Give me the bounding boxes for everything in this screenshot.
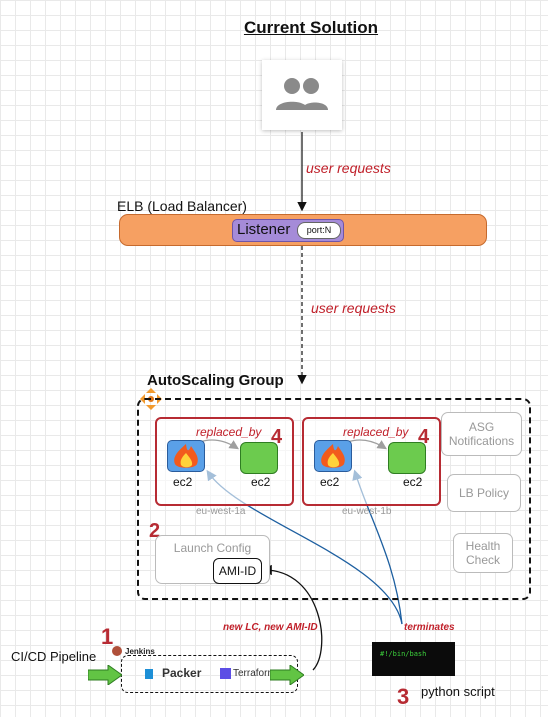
packer-icon (145, 669, 153, 679)
ami-id-box: AMI-ID (213, 558, 262, 584)
pipeline-ami-arrow (261, 564, 323, 671)
terminates-label: terminates (404, 622, 455, 633)
new-lc-label: new LC, new AMI-ID (223, 622, 318, 633)
terraform-label: Terraform (233, 668, 276, 679)
asg-notifications-box: ASG Notifications (441, 412, 522, 456)
python-script-label: python script (421, 684, 495, 699)
replaced-by-label-1a: replaced_by (196, 425, 262, 439)
ec2-new-label-1a: ec2 (251, 475, 271, 489)
user-requests-label-top: user requests (306, 160, 391, 176)
step-1-badge: 1 (101, 624, 114, 649)
jenkins-icon (112, 646, 122, 656)
ec2-old-label-1a: ec2 (173, 475, 193, 489)
port-badge: port:N (297, 222, 341, 239)
zone-name-1a: eu-west-1a (196, 506, 246, 517)
launch-config-label: Launch Config (173, 541, 252, 555)
fire-icon (321, 444, 345, 468)
page-title: Current Solution (243, 18, 379, 37)
terminal-icon: #!/bin/bash (372, 642, 455, 676)
user-requests-label-mid: user requests (311, 300, 396, 316)
listener-label: Listener (237, 221, 291, 238)
ec2-old-1b (314, 440, 352, 472)
terminal-text: #!/bin/bash (380, 650, 427, 658)
zone-name-1b: eu-west-1b (342, 506, 392, 517)
step-4-badge-1a: 4 (271, 426, 283, 448)
users-icon (276, 78, 328, 110)
users-card (262, 60, 342, 130)
jenkins-label: Jenkins (125, 647, 155, 656)
fire-icon (174, 444, 198, 468)
ec2-new-1b (388, 442, 426, 474)
terraform-icon (220, 668, 231, 679)
asg-label: AutoScaling Group (147, 372, 284, 389)
pipeline-input-arrow-icon (87, 664, 123, 690)
step-2-badge: 2 (149, 520, 161, 542)
ec2-old-1a (167, 440, 205, 472)
step-3-badge: 3 (397, 684, 410, 709)
health-check-box: Health Check (453, 533, 513, 573)
ec2-new-label-1b: ec2 (403, 475, 423, 489)
asg-box (137, 398, 531, 600)
ec2-old-label-1b: ec2 (320, 475, 340, 489)
ec2-new-1a (240, 442, 278, 474)
packer-label: Packer (162, 666, 202, 680)
elb-label: ELB (Load Balancer) (117, 198, 247, 214)
replaced-by-label-1b: replaced_by (343, 425, 409, 439)
step-4-badge-1b: 4 (418, 426, 430, 448)
pipeline-label: CI/CD Pipeline (11, 649, 97, 664)
lb-policy-box: LB Policy (447, 474, 521, 512)
pipeline-output-arrow-icon (269, 664, 305, 690)
